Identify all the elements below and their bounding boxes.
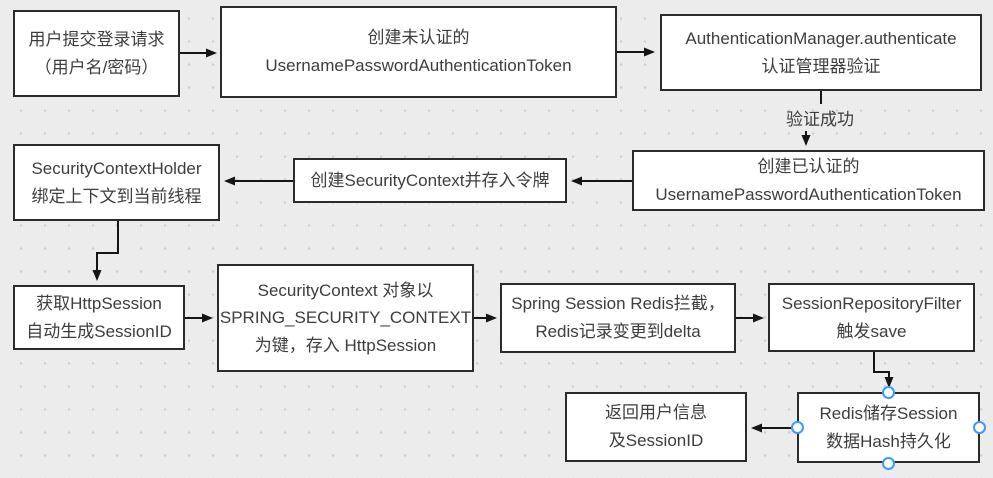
node-store-in-http-session[interactable]: SecurityContext 对象以 SPRING_SECURITY_CONT…	[217, 264, 474, 372]
node-text-line: 创建已认证的	[757, 156, 860, 176]
node-text-line: Spring Session Redis拦截，	[511, 294, 725, 314]
node-text-line: Redis储存Session	[819, 403, 958, 423]
node-text-line: 为键，存入 HttpSession	[254, 335, 437, 355]
node-text-line: SPRING_SECURITY_CONTEXT	[219, 308, 472, 328]
node-text-line: 数据Hash持久化	[826, 431, 951, 451]
node-text-line: UsernamePasswordAuthenticationToken	[655, 184, 962, 204]
connector-filter-to-redis-store	[873, 352, 894, 388]
node-return-user-info[interactable]: 返回用户信息 及SessionID	[565, 392, 747, 462]
node-create-unauth-token[interactable]: 创建未认证的 UsernamePasswordAuthenticationTok…	[220, 6, 617, 98]
node-text-line: SecurityContextHolder	[31, 158, 202, 178]
node-text-line: Redis记录变更到delta	[535, 322, 701, 341]
node-spring-session-redis[interactable]: Spring Session Redis拦截， Redis记录变更到delta	[500, 283, 736, 353]
node-text-line: SecurityContext 对象以	[257, 280, 434, 300]
node-text-line: SessionRepositoryFilter	[781, 293, 962, 313]
node-text-line: 创建未认证的	[367, 28, 470, 48]
node-create-auth-token[interactable]: 创建已认证的 UsernamePasswordAuthenticationTok…	[632, 150, 985, 211]
node-text-line: 及SessionID	[608, 431, 704, 450]
connector-holder-to-httpsession	[92, 220, 119, 281]
node-text-line: 返回用户信息	[605, 403, 707, 423]
node-security-context-holder[interactable]: SecurityContextHolder 绑定上下文到当前线程	[13, 144, 220, 221]
node-text-line: 获取HttpSession	[36, 293, 162, 313]
node-text-line: 自动生成SessionID	[26, 321, 172, 341]
connection-point-right[interactable]	[973, 421, 986, 434]
node-text-line: UsernamePasswordAuthenticationToken	[265, 56, 572, 75]
node-get-http-session[interactable]: 获取HttpSession 自动生成SessionID	[13, 285, 185, 350]
connection-point-top[interactable]	[882, 386, 895, 399]
node-redis-store-session[interactable]: Redis储存Session 数据Hash持久化	[797, 392, 980, 463]
node-authentication-manager[interactable]: AuthenticationManager.authenticate 认证管理器…	[660, 14, 982, 91]
node-text-line: 认证管理器验证	[761, 56, 881, 76]
node-user-login-request[interactable]: 用户提交登录请求 （用户名/密码）	[13, 10, 180, 97]
node-text-line: 绑定上下文到当前线程	[31, 186, 202, 206]
connection-point-left[interactable]	[791, 421, 804, 434]
node-text-line: 创建SecurityContext并存入令牌	[310, 170, 550, 190]
node-text-line: 触发save	[836, 321, 907, 341]
connection-point-bottom[interactable]	[882, 457, 895, 470]
node-text-line: 用户提交登录请求	[28, 29, 165, 49]
node-text-line: （用户名/密码）	[34, 57, 159, 77]
node-text-line: AuthenticationManager.authenticate	[685, 28, 957, 48]
node-session-repository-filter[interactable]: SessionRepositoryFilter 触发save	[768, 283, 975, 352]
edge-label-auth-success: 验证成功	[786, 110, 854, 129]
node-create-security-context[interactable]: 创建SecurityContext并存入令牌	[293, 158, 567, 203]
